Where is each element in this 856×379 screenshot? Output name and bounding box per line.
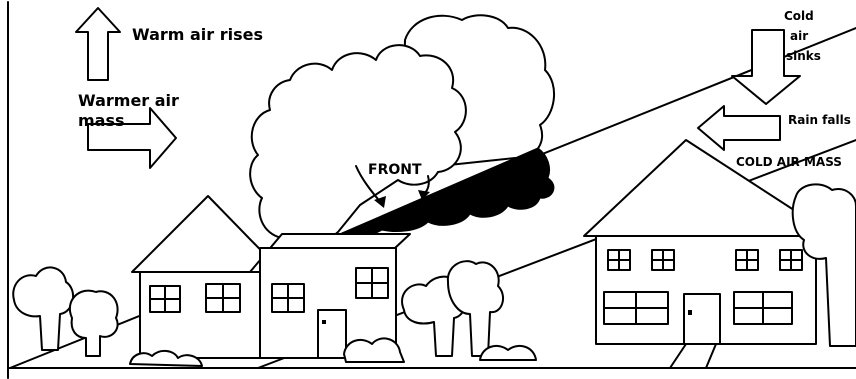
- up-arrow-icon: [76, 8, 120, 80]
- right-house: [584, 140, 834, 368]
- label-front: FRONT: [368, 162, 422, 178]
- left-arrow-icon: [698, 106, 780, 150]
- label-warmer-air-mass-line1: Warmer air: [78, 91, 179, 110]
- label-rain-falls: Rain falls: [788, 113, 851, 127]
- label-cold-air-sinks-line3: sinks: [786, 49, 821, 63]
- label-warmer-air-mass-line2: mass: [78, 111, 125, 130]
- label-warm-air-rises: Warm air rises: [132, 25, 263, 44]
- label-cold-air-sinks-line2: air: [790, 29, 808, 43]
- label-cold-air-mass: COLD AIR MASS: [736, 155, 842, 169]
- label-cold-air-sinks-line1: Cold: [784, 9, 814, 23]
